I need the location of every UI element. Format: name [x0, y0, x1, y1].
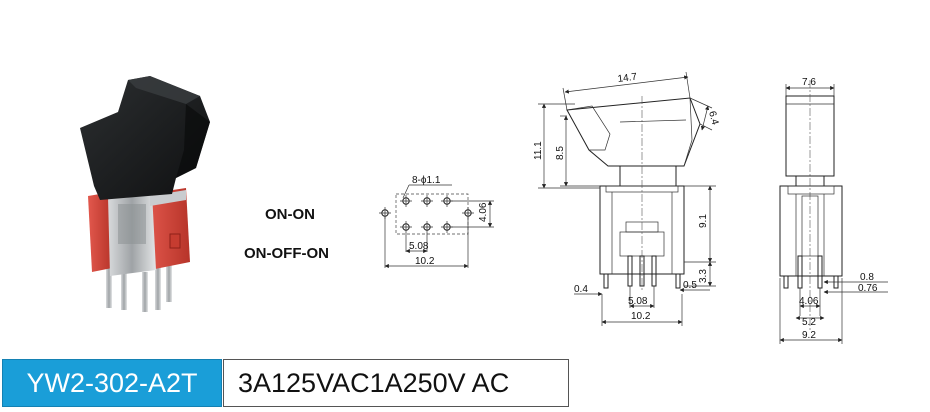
- footprint-outline: [395, 193, 469, 235]
- side-pin-width: 0.8: [860, 272, 874, 283]
- front-right-offset: 0.5: [683, 280, 697, 291]
- electrical-rating: 3A125VAC1A250V AC: [223, 359, 569, 407]
- pin: [121, 270, 127, 310]
- front-rocker-height: 8.5: [555, 146, 566, 160]
- side-pin-pitch: 4.06: [799, 296, 819, 307]
- pin: [142, 272, 148, 312]
- pitch-x-label: 5.08: [409, 241, 429, 252]
- front-pin-length: 3.3: [698, 269, 709, 283]
- side-body: [779, 185, 843, 277]
- front-rocker: [566, 97, 701, 167]
- mode-label-on-on: ON-ON: [265, 206, 315, 223]
- side-pin: [817, 255, 823, 289]
- pitch-y-label: 4.06: [478, 202, 489, 222]
- front-pin: [651, 255, 657, 287]
- side-inner-width: 5.2: [802, 317, 816, 328]
- pcb-footprint: 8-ϕ1.1 5.08 10.2 4.06: [379, 175, 494, 269]
- hole-callout: 8-ϕ1.1: [412, 175, 441, 186]
- front-top-width: 14.7: [617, 72, 638, 85]
- front-pin: [639, 255, 645, 287]
- front-view: 14.7 11.1 8.5 6.4 9.1 3.3 0.4 0.5: [533, 72, 720, 326]
- side-top-width: 7.6: [802, 77, 816, 88]
- side-pin: [797, 255, 803, 289]
- front-pin: [627, 255, 633, 287]
- side-view: 7.6 0.8 0.76 4.06 5.2 9.2: [779, 77, 888, 344]
- product-photo: [80, 76, 210, 312]
- pin: [106, 262, 112, 308]
- front-body-height: 9.1: [698, 214, 709, 228]
- model-number-banner: YW2-302-A2T: [2, 359, 222, 407]
- front-overall-height: 11.1: [533, 141, 544, 160]
- housing-left: [88, 192, 112, 272]
- rocker-actuator: [80, 76, 210, 200]
- front-rocker-offset: 6.4: [706, 110, 720, 127]
- housing-right: [146, 188, 190, 270]
- mode-label-on-off-on: ON-OFF-ON: [244, 245, 329, 262]
- side-body-width: 9.2: [802, 330, 816, 341]
- front-pin-pitch: 5.08: [628, 296, 648, 307]
- pin: [155, 266, 161, 310]
- front-left-offset: 0.4: [574, 284, 588, 295]
- side-pin-thickness: 0.76: [858, 283, 878, 294]
- pin: [166, 262, 172, 302]
- front-body-width: 10.2: [631, 311, 651, 322]
- overall-x-label: 10.2: [415, 256, 435, 267]
